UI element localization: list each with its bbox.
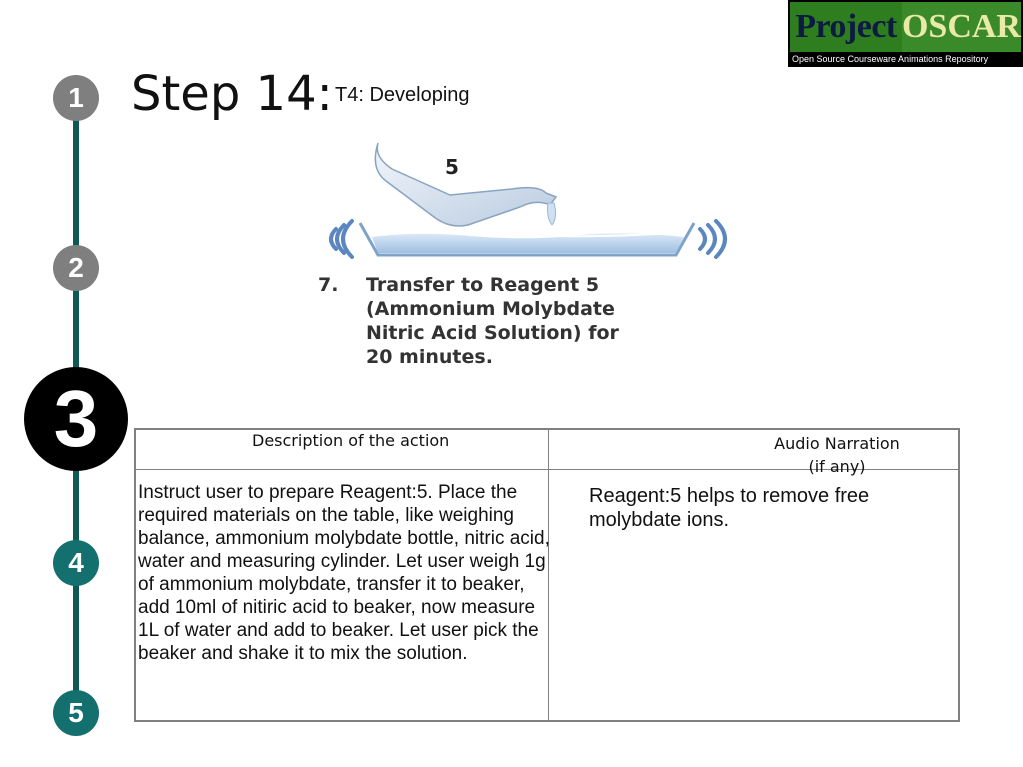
project-oscar-logo: Project OSCAR Open Source Courseware Ani… bbox=[788, 0, 1023, 67]
description-cell: Instruct user to prepare Reagent:5. Plac… bbox=[138, 482, 550, 664]
pour-stream bbox=[547, 202, 557, 226]
reagent-transfer-illustration: 5 bbox=[329, 142, 727, 259]
timeline-step-2: 2 bbox=[53, 245, 99, 291]
instruction-number: 7. bbox=[318, 274, 339, 296]
logo-oscar-text: OSCAR bbox=[901, 2, 1021, 52]
tray-icon bbox=[358, 222, 696, 257]
table-header-description: Description of the action bbox=[252, 431, 450, 450]
shake-marks-left bbox=[329, 219, 354, 259]
instruction-line: (Ammonium Molybdate bbox=[366, 298, 615, 320]
timeline-step-4: 4 bbox=[53, 540, 99, 586]
instruction-line: Nitric Acid Solution) for bbox=[366, 322, 619, 344]
timeline-step-5: 5 bbox=[53, 690, 99, 736]
audio-narration-cell: Reagent:5 helps to remove free molybdate… bbox=[589, 485, 870, 531]
logo-subtitle: Open Source Courseware Animations Reposi… bbox=[792, 54, 989, 64]
page-subtitle: T4: Developing bbox=[335, 84, 470, 106]
instruction-line: Transfer to Reagent 5 bbox=[366, 274, 600, 296]
audio-header-line: (if any) bbox=[808, 457, 866, 476]
illustration-instruction: 7. Transfer to Reagent 5 (Ammonium Molyb… bbox=[318, 273, 619, 369]
timeline-step-1: 1 bbox=[53, 75, 99, 121]
action-table: Description of the action Audio Narratio… bbox=[134, 428, 960, 722]
table-header-audio: Audio Narration (if any) bbox=[702, 432, 972, 478]
bottle-icon bbox=[374, 142, 558, 227]
column-divider bbox=[548, 430, 549, 720]
logo-project-text: Project bbox=[790, 2, 902, 52]
row-divider bbox=[136, 469, 958, 470]
bottle-label: 5 bbox=[445, 155, 459, 179]
instruction-line: 20 minutes. bbox=[366, 346, 493, 368]
page-title: Step 14: bbox=[131, 66, 333, 122]
shake-marks-right bbox=[698, 219, 727, 259]
timeline-step-3-current: 3 bbox=[24, 367, 128, 471]
audio-header-line: Audio Narration bbox=[774, 434, 900, 453]
